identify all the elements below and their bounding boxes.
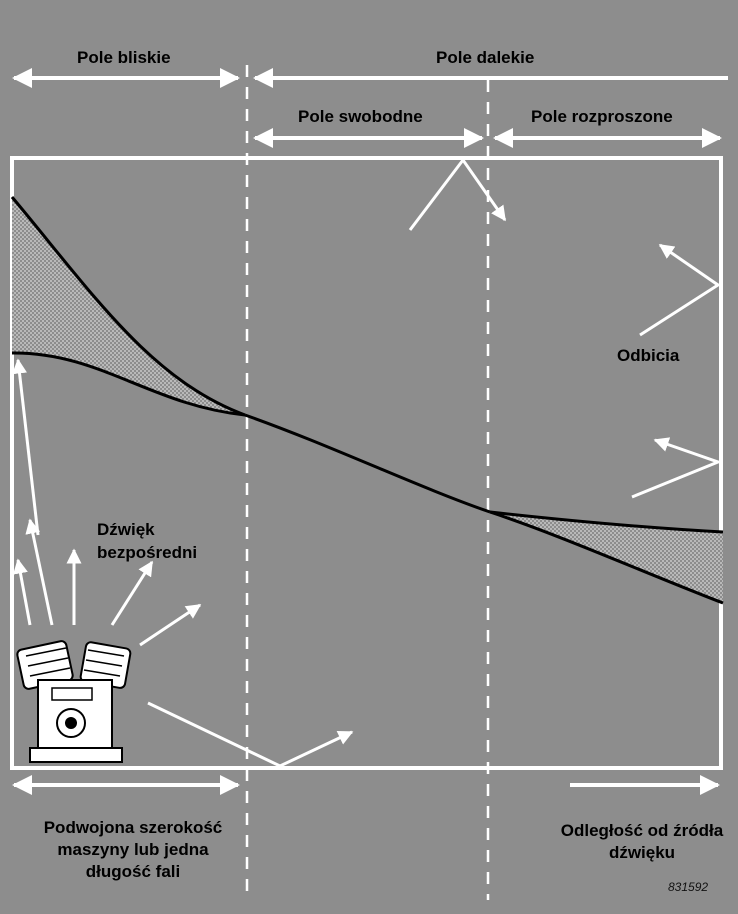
machine-width-label: Podwojona szerokość maszyny lub jedna dł… bbox=[43, 818, 223, 881]
near-field-shaded-region bbox=[12, 197, 245, 415]
direct-sound-label-line1: Dźwięk bbox=[97, 520, 155, 539]
diffuse-field-curve bbox=[489, 510, 724, 534]
room-outline bbox=[10, 156, 723, 770]
distance-from-source-label: Odległość od źródła dźwięku bbox=[560, 821, 724, 862]
free-field-label: Pole swobodne bbox=[298, 107, 423, 126]
near-field-curve bbox=[10, 196, 246, 417]
direct-sound-arrows bbox=[12, 358, 202, 647]
figure-code: 831592 bbox=[668, 880, 709, 894]
reflection-arrows bbox=[147, 157, 723, 768]
diffuse-field-shaded-region bbox=[490, 512, 723, 603]
reflections-label: Odbicia bbox=[617, 346, 680, 365]
engine-machine-icon bbox=[16, 640, 132, 763]
direct-sound-label-line2: bezpośredni bbox=[97, 543, 198, 562]
diffuse-field-label: Pole rozproszone bbox=[531, 107, 673, 126]
free-field-curve bbox=[244, 413, 491, 514]
near-field-lower-curve bbox=[11, 351, 246, 417]
free-field-extension-curve bbox=[489, 510, 724, 605]
near-field-label: Pole bliskie bbox=[77, 48, 171, 67]
far-field-label: Pole dalekie bbox=[436, 48, 535, 67]
